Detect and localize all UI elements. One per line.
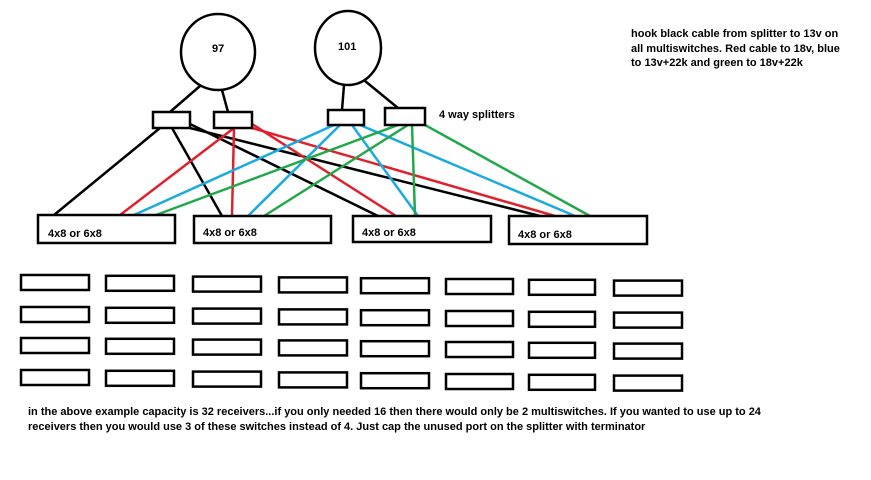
receiver	[191, 338, 263, 356]
receiver	[527, 310, 597, 329]
green-cable	[424, 123, 591, 218]
green-cable	[155, 123, 399, 217]
dish-leads	[169, 80, 399, 113]
splitter	[212, 110, 254, 130]
multiswitch-2: 4x8 or 6x8	[192, 214, 333, 245]
satellite-label: 101	[338, 41, 356, 53]
red-cable	[230, 127, 236, 217]
receiver	[612, 279, 684, 297]
receiver	[612, 311, 684, 329]
blue-cable	[133, 123, 335, 217]
multiswitch-label: 4x8 or 6x8	[48, 228, 102, 240]
receiver	[19, 273, 91, 292]
receiver	[527, 373, 597, 392]
receiver	[191, 370, 263, 388]
black-cable	[170, 127, 224, 217]
satellite-101: 101	[313, 9, 383, 87]
receiver	[444, 309, 515, 328]
red-cable	[251, 126, 556, 218]
satellite-label: 97	[212, 43, 224, 55]
receiver	[104, 337, 176, 356]
red-cable	[251, 122, 397, 218]
splitter	[383, 106, 427, 127]
blue-cable	[359, 123, 576, 218]
receiver	[444, 372, 515, 391]
splitter-label: 4 way splitters	[439, 109, 515, 121]
satellite-97: 97	[179, 12, 257, 92]
multiswitch-1: 4x8 or 6x8	[36, 213, 177, 245]
receiver	[277, 371, 349, 389]
red-cable	[119, 127, 235, 216]
receiver	[19, 368, 91, 387]
multiswitch-4: 4x8 or 6x8	[507, 214, 649, 246]
receiver	[104, 306, 176, 325]
receiver	[612, 374, 684, 392]
multiswitch-label: 4x8 or 6x8	[362, 227, 416, 239]
receiver	[359, 308, 431, 327]
cable-lines	[53, 122, 591, 218]
receiver	[359, 371, 431, 390]
receiver-grid	[19, 273, 684, 392]
splitter	[326, 108, 366, 127]
receiver	[612, 342, 684, 360]
black-cable	[189, 122, 379, 218]
black-cable	[189, 126, 541, 218]
splitters	[151, 106, 427, 130]
blue-cable	[350, 124, 420, 217]
receiver	[191, 275, 263, 293]
splitter	[151, 110, 192, 130]
multiswitch-label: 4x8 or 6x8	[203, 227, 257, 239]
receiver	[104, 274, 176, 293]
receiver	[19, 305, 91, 324]
receiver	[359, 339, 431, 358]
receiver	[277, 308, 349, 326]
blue-cable	[247, 124, 341, 217]
receiver	[444, 340, 515, 359]
receiver	[527, 278, 597, 297]
receiver	[104, 369, 176, 388]
green-cable	[410, 124, 417, 217]
black-cable	[53, 127, 161, 216]
receiver	[277, 339, 349, 357]
instruction-note: hook black cable from splitter to 13v on…	[631, 28, 840, 69]
receiver	[359, 276, 431, 295]
capacity-note: in the above example capacity is 32 rece…	[28, 406, 761, 433]
receiver	[191, 307, 263, 325]
receiver	[277, 276, 349, 294]
receiver	[444, 277, 515, 296]
green-cable	[263, 123, 409, 218]
multiswitch-3: 4x8 or 6x8	[351, 214, 493, 244]
receiver	[527, 341, 597, 360]
receiver	[19, 336, 91, 355]
multiswitch-label: 4x8 or 6x8	[518, 229, 572, 241]
